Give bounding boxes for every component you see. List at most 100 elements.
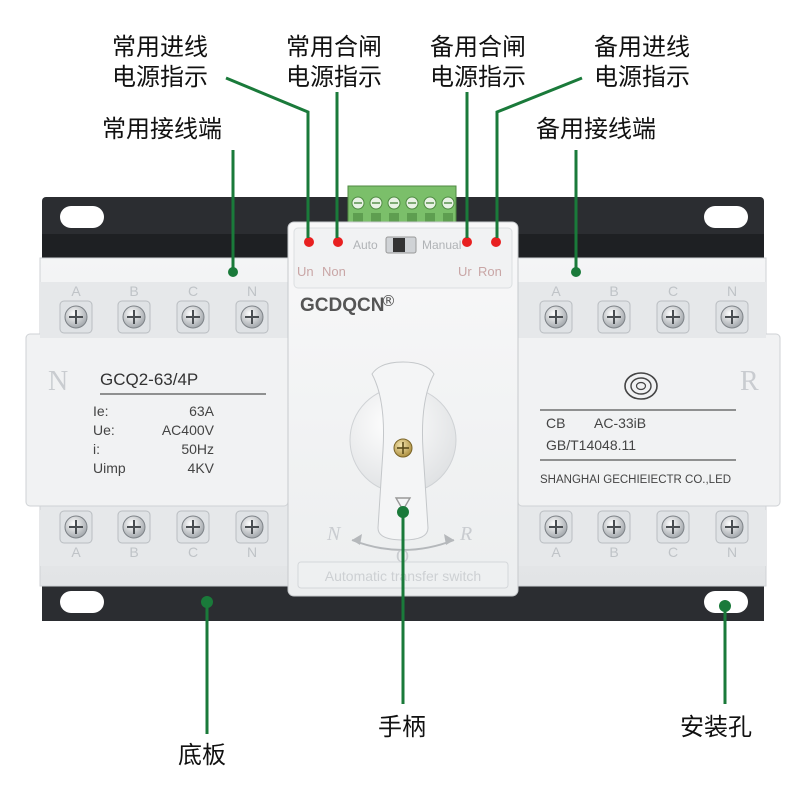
phase-label: B	[609, 283, 618, 299]
terminal-screw-icon	[656, 300, 690, 334]
terminal-screw-icon	[235, 300, 269, 334]
leader-lines	[205, 76, 727, 734]
terminal-screw-icon	[715, 510, 749, 544]
leader-dots	[201, 267, 731, 612]
led-normal-incoming	[304, 237, 314, 247]
side-label-n: N	[48, 366, 68, 397]
label-line: 电源指示	[112, 63, 208, 91]
handle-dial	[349, 361, 457, 551]
label-line: 备用合闸	[430, 33, 526, 61]
spec-value: 4KV	[188, 460, 215, 476]
led-label-un: Un	[297, 264, 314, 279]
terminal-screw-icon	[176, 510, 210, 544]
terminal-screw-icon	[117, 510, 151, 544]
label-line: 备用进线	[594, 33, 690, 61]
label-line: 常用合闸	[286, 33, 382, 61]
position-label-n: N	[326, 523, 342, 545]
phase-label: A	[71, 283, 81, 299]
terminal-screw-icon	[59, 300, 93, 334]
mounting-hole-bl	[60, 591, 104, 613]
phase-labels: A A B B C C N N A A B B C C N N	[71, 283, 737, 560]
phase-label: B	[129, 544, 138, 560]
terminal-screw-icon	[597, 300, 631, 334]
spec-key: Uimp	[93, 460, 126, 476]
control-terminal-screw-icon	[369, 196, 383, 223]
position-label-r: R	[459, 523, 472, 545]
label-mounting-hole: 安装孔	[680, 713, 752, 741]
terminal-screw-icon	[235, 510, 269, 544]
standard-code: GB/T14048.11	[546, 437, 636, 453]
terminal-screw-icon	[715, 300, 749, 334]
phase-label: N	[247, 283, 257, 299]
terminal-screws	[59, 300, 749, 544]
phase-label: C	[668, 283, 678, 299]
phase-label: A	[71, 544, 81, 560]
spec-key: i:	[93, 441, 100, 457]
control-terminal-block	[347, 185, 457, 227]
control-terminal-screw-icon	[441, 196, 455, 223]
terminal-screw-icon	[117, 300, 151, 334]
phase-label: B	[129, 283, 138, 299]
spec-key: Ie:	[93, 403, 109, 419]
label-normal-closing-indicator: 常用合闸 电源指示	[272, 32, 396, 92]
phase-label: C	[188, 283, 198, 299]
terminal-screw-icon	[539, 300, 573, 334]
control-terminal-screw-icon	[387, 196, 401, 223]
label-backup-incoming-indicator: 备用进线 电源指示	[580, 32, 704, 92]
mounting-hole-tl	[60, 206, 104, 228]
terminal-screw-icon	[176, 300, 210, 334]
leader-backup-incoming	[495, 76, 583, 238]
spec-value: 50Hz	[181, 441, 214, 457]
manufacturer: SHANGHAI GECHIEIECTR CO.,LED	[540, 474, 731, 486]
label-line: 电源指示	[286, 63, 382, 91]
terminal-screw-icon	[656, 510, 690, 544]
control-terminal-screw-icon	[351, 196, 365, 223]
terminal-screw-icon	[539, 510, 573, 544]
mode-manual-label: Manual	[422, 238, 461, 252]
led-backup-incoming	[491, 237, 501, 247]
label-backup-closing-indicator: 备用合闸 电源指示	[416, 32, 540, 92]
label-backup-terminal: 备用接线端	[536, 115, 656, 143]
phase-label: A	[551, 283, 561, 299]
spec-value: AC400V	[162, 422, 215, 438]
side-label-r: R	[740, 366, 759, 397]
label-normal-incoming-indicator: 常用进线 电源指示	[98, 32, 222, 92]
spec-key: Ue:	[93, 422, 115, 438]
phase-label: C	[668, 544, 678, 560]
mode-auto-label: Auto	[353, 238, 378, 252]
handle-pointer-icon	[394, 497, 412, 512]
label-handle: 手柄	[378, 713, 426, 741]
brand-name: GCDQCN	[300, 295, 384, 316]
mode-slider[interactable]	[393, 238, 405, 252]
phase-label: N	[247, 544, 257, 560]
indicator-leds	[304, 237, 501, 247]
model-number: GCQ2-63/4P	[100, 370, 198, 389]
brand-registered-mark: ®	[381, 292, 396, 310]
label-line: 电源指示	[594, 63, 690, 91]
ccc-cert-icon	[624, 372, 658, 400]
label-line: 常用进线	[112, 33, 208, 61]
led-backup-closing	[462, 237, 472, 247]
led-label-non: Non	[322, 264, 346, 279]
control-terminal-screw-icon	[405, 196, 419, 223]
terminal-screw-icon	[59, 510, 93, 544]
mounting-hole-tr	[704, 206, 748, 228]
phase-label: B	[609, 544, 618, 560]
spec-value: 63A	[189, 403, 215, 419]
phase-label: N	[727, 283, 737, 299]
cb-key: CB	[546, 415, 565, 431]
control-terminal-screw-icon	[423, 196, 437, 223]
label-normal-terminal: 常用接线端	[102, 115, 222, 143]
led-normal-closing	[333, 237, 343, 247]
leader-normal-incoming	[225, 76, 310, 238]
phase-label: A	[551, 544, 561, 560]
label-base-plate: 底板	[178, 741, 226, 769]
label-line: 电源指示	[430, 63, 526, 91]
terminal-screw-icon	[597, 510, 631, 544]
led-label-ron: Ron	[478, 264, 502, 279]
phase-label: C	[188, 544, 198, 560]
phase-label: N	[727, 544, 737, 560]
